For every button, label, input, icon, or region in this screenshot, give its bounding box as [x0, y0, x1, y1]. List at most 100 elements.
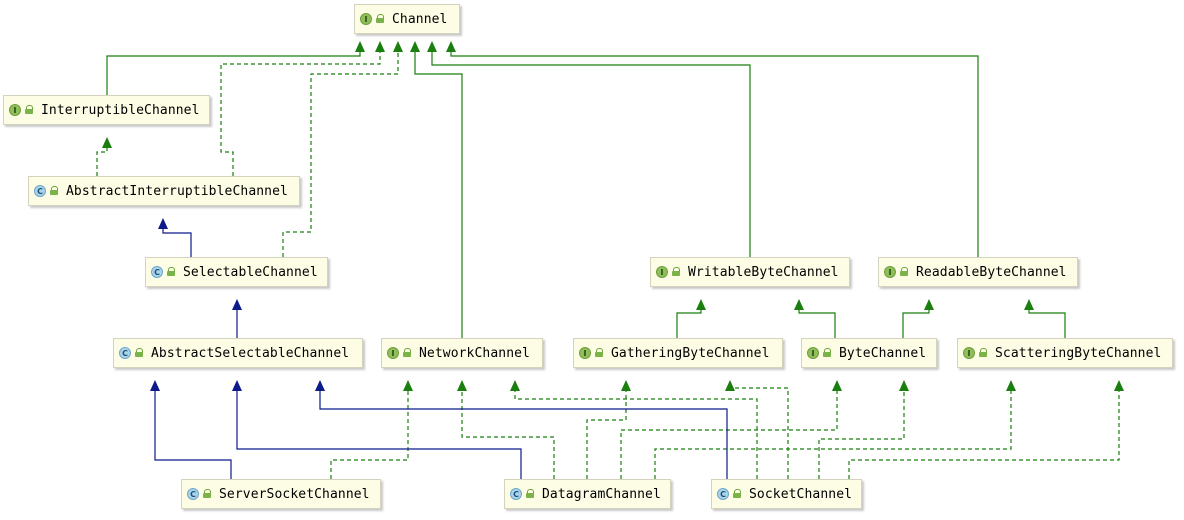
- node-scattering-byte-channel[interactable]: I ScatteringByteChannel: [957, 338, 1173, 368]
- edge-line: [162, 229, 192, 257]
- edge-line: [414, 52, 463, 338]
- arrowhead-icon: [621, 380, 631, 391]
- edge-socket-channel-to-network-channel: [510, 380, 758, 479]
- edge-datagram-channel-to-byte-channel: [620, 380, 842, 479]
- node-label: SocketChannel: [749, 486, 853, 502]
- node-abstract-interruptible-channel[interactable]: C AbstractInterruptibleChannel: [28, 176, 300, 206]
- arrowhead-icon: [403, 380, 413, 391]
- arrowhead-icon: [315, 380, 325, 391]
- node-label: InterruptibleChannel: [41, 102, 200, 118]
- node-label: Channel: [392, 11, 448, 27]
- arrowhead-icon: [427, 41, 437, 52]
- arrowhead-icon: [232, 299, 242, 310]
- public-visibility-icon: [24, 105, 34, 115]
- interface-icon: I: [9, 104, 21, 116]
- edge-socket-channel-to-byte-channel: [818, 380, 909, 479]
- public-visibility-icon: [671, 267, 681, 277]
- public-visibility-icon: [594, 348, 604, 358]
- node-gathering-byte-channel[interactable]: I GatheringByteChannel: [573, 338, 783, 368]
- node-socket-channel[interactable]: C SocketChannel: [711, 479, 862, 509]
- edge-byte-channel-to-readable-byte-channel: [902, 299, 934, 338]
- public-visibility-icon: [402, 348, 412, 358]
- arrowhead-icon: [1114, 380, 1124, 391]
- arrowhead-icon: [794, 299, 804, 310]
- edge-line: [729, 387, 789, 479]
- public-visibility-icon: [899, 267, 909, 277]
- edge-datagram-channel-to-gathering-byte-channel: [586, 380, 631, 479]
- node-label: WritableByteChannel: [688, 264, 839, 280]
- edge-line: [654, 391, 1012, 479]
- arrowhead-icon: [832, 380, 842, 391]
- edge-scattering-byte-channel-to-readable-byte-channel: [1024, 299, 1066, 338]
- node-label: ReadableByteChannel: [916, 264, 1067, 280]
- class-icon: C: [510, 488, 522, 500]
- arrowhead-icon: [410, 41, 420, 52]
- edge-line: [319, 391, 728, 479]
- public-visibility-icon: [375, 14, 385, 24]
- edge-socket-channel-to-abstract-selectable-channel: [315, 380, 728, 479]
- arrowhead-icon: [510, 380, 520, 391]
- arrowhead-icon: [102, 137, 112, 148]
- node-readable-byte-channel[interactable]: I ReadableByteChannel: [878, 257, 1078, 287]
- arrowhead-icon: [924, 299, 934, 310]
- arrowhead-icon: [232, 380, 242, 391]
- node-label: ByteChannel: [839, 345, 927, 361]
- arrowhead-icon: [355, 41, 365, 52]
- edge-gathering-byte-channel-to-writable-byte-channel: [676, 299, 706, 338]
- public-visibility-icon: [166, 267, 176, 277]
- edge-readable-byte-channel-to-channel: [446, 41, 979, 257]
- node-server-socket-channel[interactable]: C ServerSocketChannel: [181, 479, 381, 509]
- node-channel[interactable]: I Channel: [354, 4, 460, 34]
- class-icon: C: [151, 266, 163, 278]
- edge-line: [902, 310, 930, 338]
- public-visibility-icon: [525, 489, 535, 499]
- edge-selectable-channel-to-channel: [282, 41, 403, 257]
- edge-abstract-selectable-channel-to-selectable-channel: [232, 299, 242, 338]
- node-byte-channel[interactable]: I ByteChannel: [801, 338, 937, 368]
- node-writable-byte-channel[interactable]: I WritableByteChannel: [650, 257, 850, 287]
- node-interruptible-channel[interactable]: I InterruptibleChannel: [3, 95, 210, 125]
- arrowhead-icon: [375, 41, 385, 52]
- class-icon: C: [717, 488, 729, 500]
- interface-icon: I: [884, 266, 896, 278]
- arrowhead-icon: [393, 41, 403, 52]
- node-selectable-channel[interactable]: C SelectableChannel: [145, 257, 328, 287]
- node-abstract-selectable-channel[interactable]: C AbstractSelectableChannel: [113, 338, 363, 368]
- node-label: ScatteringByteChannel: [995, 345, 1162, 361]
- interface-icon: I: [963, 347, 975, 359]
- node-label: GatheringByteChannel: [611, 345, 770, 361]
- edge-line: [461, 391, 555, 479]
- arrowhead-icon: [696, 299, 706, 310]
- arrowhead-icon: [725, 380, 735, 391]
- edge-line: [818, 391, 905, 479]
- arrowhead-icon: [158, 218, 168, 229]
- interface-icon: I: [807, 347, 819, 359]
- class-icon: C: [34, 185, 46, 197]
- edge-byte-channel-to-writable-byte-channel: [794, 299, 836, 338]
- edge-line: [1028, 310, 1066, 338]
- edge-datagram-channel-to-scattering-byte-channel: [654, 380, 1016, 479]
- node-label: SelectableChannel: [183, 264, 318, 280]
- edge-line: [431, 52, 751, 257]
- edge-server-socket-channel-to-abstract-selectable-channel: [150, 380, 232, 479]
- interface-icon: I: [579, 347, 591, 359]
- public-visibility-icon: [202, 489, 212, 499]
- edge-abstract-interruptible-channel-to-channel: [220, 41, 385, 176]
- interface-icon: I: [656, 266, 668, 278]
- edge-line: [848, 391, 1120, 479]
- edge-interruptible-channel-to-channel: [106, 41, 365, 95]
- edge-line: [586, 391, 627, 479]
- node-network-channel[interactable]: I NetworkChannel: [381, 338, 543, 368]
- arrowhead-icon: [1006, 380, 1016, 391]
- edge-network-channel-to-channel: [410, 41, 463, 338]
- edge-line: [450, 52, 979, 257]
- interface-icon: I: [387, 347, 399, 359]
- edge-line: [236, 391, 522, 479]
- edge-line: [514, 391, 758, 479]
- node-label: DatagramChannel: [542, 486, 661, 502]
- edge-line: [282, 52, 399, 257]
- edge-line: [96, 148, 108, 176]
- edge-selectable-channel-to-abstract-interruptible-channel: [158, 218, 192, 257]
- node-datagram-channel[interactable]: C DatagramChannel: [504, 479, 671, 509]
